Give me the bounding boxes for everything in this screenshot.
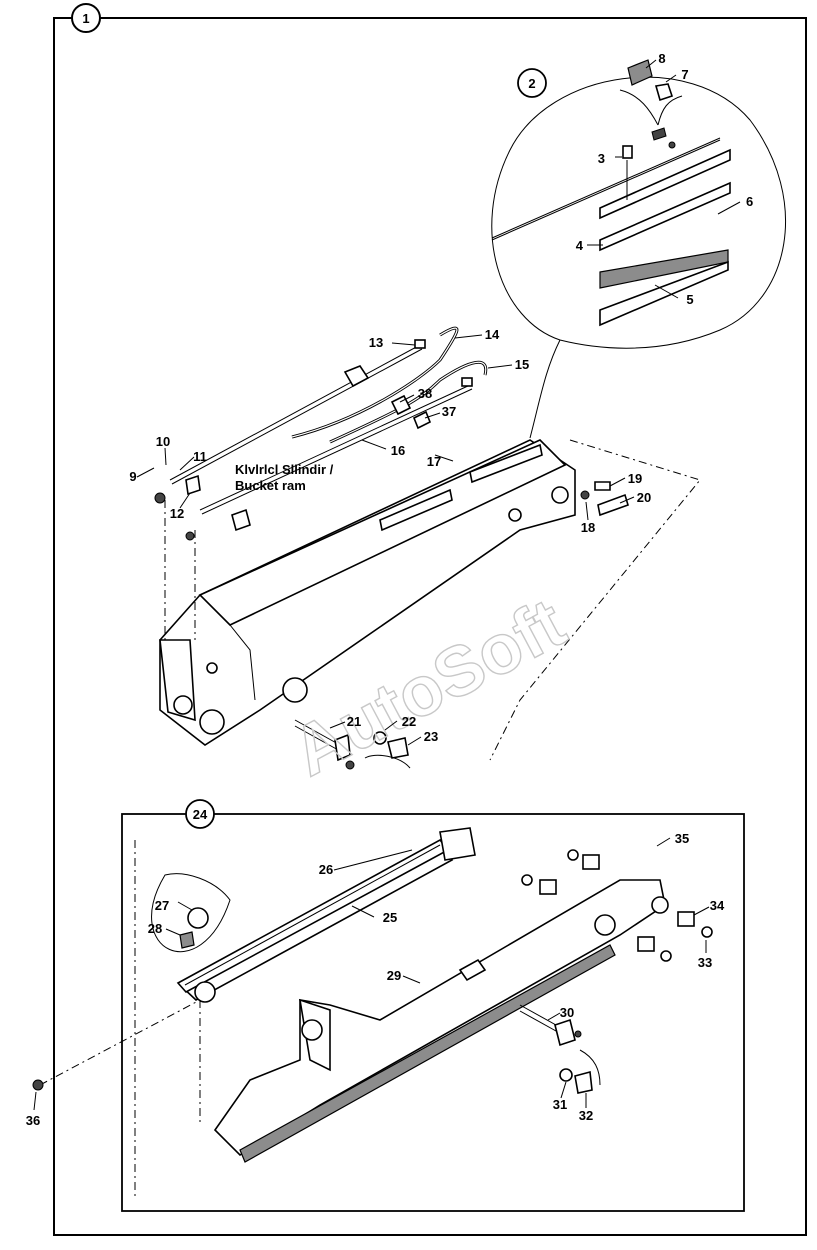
label-15: 15 xyxy=(515,357,529,372)
label-5: 5 xyxy=(686,292,693,307)
label-16: 16 xyxy=(391,443,405,458)
label-23: 23 xyxy=(424,729,438,744)
label-28: 28 xyxy=(148,921,162,936)
main-frame xyxy=(53,17,807,1236)
callout-2: 2 xyxy=(517,68,547,98)
part-labels: 3 4 5 6 7 8 9 10 11 12 13 14 15 16 17 18… xyxy=(26,51,753,1128)
leader-lines xyxy=(33,59,741,1111)
callout-1-label: 1 xyxy=(82,11,89,26)
label-19: 19 xyxy=(628,471,642,486)
detail-2-circle xyxy=(491,76,787,439)
label-33: 33 xyxy=(698,955,712,970)
callout-2-label: 2 xyxy=(528,76,535,91)
boom xyxy=(134,840,669,1200)
label-32: 32 xyxy=(579,1108,593,1123)
label-36: 36 xyxy=(26,1113,40,1128)
part-36 xyxy=(32,999,201,1091)
label-20: 20 xyxy=(637,490,651,505)
label-17: 17 xyxy=(427,454,441,469)
label-12: 12 xyxy=(170,506,184,521)
label-9: 9 xyxy=(129,469,136,484)
note-line-2: Bucket ram xyxy=(235,478,306,493)
label-3: 3 xyxy=(598,151,605,166)
label-6: 6 xyxy=(746,194,753,209)
label-14: 14 xyxy=(485,327,500,342)
hydraulic-cylinder xyxy=(151,827,476,1003)
pin-group-lower xyxy=(294,719,411,770)
label-26: 26 xyxy=(319,862,333,877)
label-31: 31 xyxy=(553,1097,567,1112)
callout-24-label: 24 xyxy=(193,807,208,822)
label-13: 13 xyxy=(369,335,383,350)
label-7: 7 xyxy=(681,67,688,82)
bushings xyxy=(519,849,713,1094)
label-30: 30 xyxy=(560,1005,574,1020)
label-22: 22 xyxy=(402,714,416,729)
label-11: 11 xyxy=(193,449,207,464)
label-10: 10 xyxy=(156,434,170,449)
detail-2-parts xyxy=(491,59,731,327)
note-line-1: Klvlrlcl Sllindir / xyxy=(235,462,334,477)
label-25: 25 xyxy=(383,910,397,925)
subassembly-frame xyxy=(121,813,745,1212)
callout-1: 1 xyxy=(71,3,101,33)
label-29: 29 xyxy=(387,968,401,983)
label-37: 37 xyxy=(442,404,456,419)
label-38: 38 xyxy=(418,386,432,401)
label-34: 34 xyxy=(710,898,725,913)
label-21: 21 xyxy=(347,714,361,729)
label-35: 35 xyxy=(675,831,689,846)
dipper-arm xyxy=(159,439,701,761)
label-4: 4 xyxy=(576,238,584,253)
pin-group-upper xyxy=(580,481,629,517)
label-8: 8 xyxy=(658,51,665,66)
label-27: 27 xyxy=(155,898,169,913)
callout-24: 24 xyxy=(185,799,215,829)
hose-assembly xyxy=(169,326,488,515)
clamps xyxy=(154,365,432,541)
label-18: 18 xyxy=(581,520,595,535)
